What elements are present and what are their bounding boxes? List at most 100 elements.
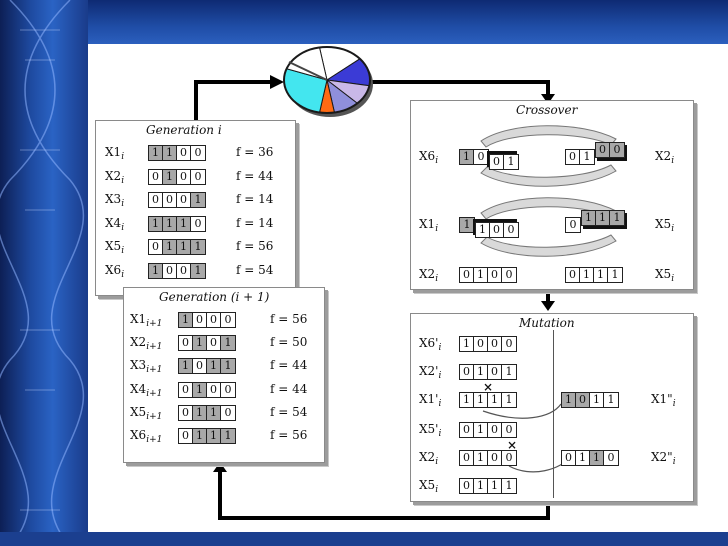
chromosome-name: X2 — [130, 335, 147, 350]
chromosome-subscript: i — [121, 269, 125, 280]
gene-bit: 0 — [177, 169, 191, 184]
chromosome-subscript: i+1 — [146, 388, 163, 399]
gene-bit: 0 — [576, 393, 590, 407]
gene-bit: 1 — [594, 268, 608, 282]
chromosome-name: X1' — [419, 392, 439, 406]
chromosome-label: X5i — [419, 478, 439, 495]
gene-bit: 1 — [505, 365, 513, 378]
gene-bit: 1 — [576, 451, 590, 465]
gene-bit: 1 — [207, 405, 221, 420]
gene-bit: 1 — [460, 150, 474, 164]
gene-bit: 1 — [163, 240, 177, 254]
chromosome-subscript: i — [121, 222, 125, 233]
gene-bit: 1 — [207, 429, 221, 443]
gene-bit: 1 — [474, 423, 488, 437]
chromosome-label: X1'i — [419, 392, 441, 409]
gene-bit: 1 — [149, 146, 163, 160]
gene-bit: 0 — [177, 146, 191, 160]
gene-bit: 1 — [191, 263, 205, 278]
gene-bit: 0 — [505, 451, 513, 464]
gene-bit: 0 — [488, 423, 502, 437]
chromosome-subscript: i — [121, 152, 125, 162]
gene-bit: 1 — [163, 146, 177, 160]
gene-bit: 0 — [177, 193, 191, 207]
gene-bit: 0 — [460, 365, 474, 379]
gene-bit: 0 — [149, 169, 163, 184]
chromosome-label: X2i — [419, 450, 438, 467]
fitness-value: f = 56 — [270, 312, 308, 326]
chromosome-label: X5i — [105, 239, 125, 256]
gene-bit: 1 — [611, 268, 619, 281]
mutation-mark: × — [507, 438, 518, 452]
gene-bit: 0 — [505, 423, 513, 436]
chromosome-name: X5 — [655, 217, 672, 231]
crossover-title: Crossover — [516, 103, 578, 117]
chromosome-subscript: i — [121, 175, 125, 186]
gene-bit: 1 — [460, 218, 474, 232]
gene-bit: 1 — [488, 479, 502, 493]
chromosome-name: X6 — [130, 428, 147, 442]
gene-bit: 1 — [221, 336, 235, 351]
chromosome-subscript: i+1 — [146, 342, 163, 353]
gene-bit: 0 — [163, 193, 177, 207]
chromosome-name: X2' — [419, 364, 439, 378]
gene-bit: 0 — [194, 216, 202, 230]
dna-helix-decoration — [0, 0, 85, 546]
gene-bit: 0 — [569, 218, 577, 231]
gene-bit: 1 — [193, 382, 207, 397]
chromosome-subscript: i+1 — [146, 365, 163, 376]
fitness-value: f = 44 — [270, 381, 308, 396]
gene-bit: 1 — [221, 429, 235, 443]
gene-bit: 0 — [477, 150, 485, 163]
slide-top-band — [0, 0, 728, 44]
fitness-value: f = 56 — [270, 428, 308, 442]
chromosome-name: X3 — [105, 192, 122, 206]
fitness-value: f = 56 — [236, 239, 274, 253]
gene-bit: 0 — [224, 382, 232, 396]
gene-bit: 0 — [566, 268, 580, 282]
mutation-title: Mutation — [519, 316, 575, 330]
chromosome-subscript: i+1 — [146, 411, 163, 422]
gene-bit: 0 — [460, 451, 474, 465]
chromosome-name: X5' — [419, 422, 439, 436]
mutation-divider — [553, 330, 554, 498]
chromosome-subscript: i — [671, 274, 675, 284]
chromosome-name: X2" — [651, 450, 673, 464]
chromosome-name: X5 — [130, 404, 147, 419]
gene-bit: 0 — [488, 451, 502, 465]
chromosome-name: X2 — [105, 168, 122, 183]
gene-bit: 0 — [224, 405, 232, 419]
roulette-pointer — [288, 61, 328, 81]
gene-bit: 1 — [474, 451, 488, 465]
gene-bit: 0 — [193, 359, 207, 374]
gene-bit: 1 — [580, 268, 594, 282]
gene-bit: 0 — [507, 223, 515, 236]
chromosome-label: X2i — [419, 267, 438, 284]
gene-bit: 1 — [590, 393, 604, 407]
gene-bit: 0 — [163, 263, 177, 278]
gene-bit: 1 — [191, 240, 205, 254]
fitness-value: f = 54 — [236, 262, 274, 277]
gene-bit: 1 — [460, 393, 474, 407]
chromosome-name: X6' — [419, 336, 439, 350]
chromosome-label: X5i — [655, 267, 675, 284]
gene-bit: 0 — [179, 382, 193, 397]
chromosome-subscript: i — [121, 246, 125, 256]
chromosome-name: X2 — [655, 149, 672, 163]
chromosome-subscript: i — [435, 485, 439, 495]
gene-bit: 1 — [191, 193, 205, 207]
